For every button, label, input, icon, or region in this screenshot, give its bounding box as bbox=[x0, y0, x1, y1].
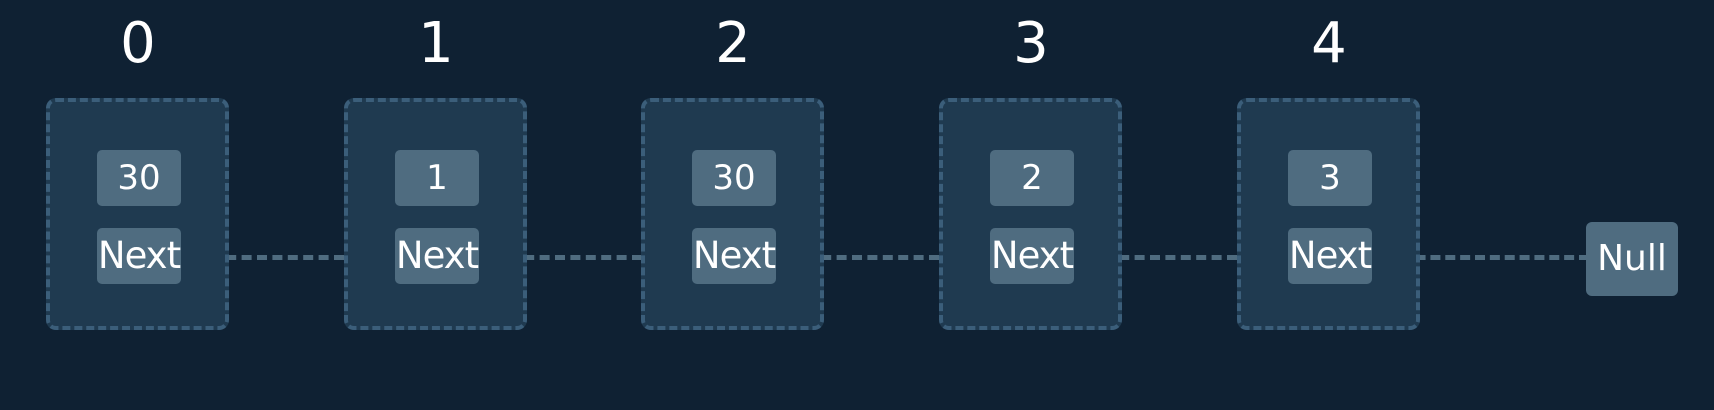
node-index-label: 4 bbox=[1311, 11, 1347, 76]
node-next-pointer: Next bbox=[97, 228, 181, 284]
node-value: 1 bbox=[395, 150, 479, 206]
node-value: 30 bbox=[97, 150, 181, 206]
pointer-link bbox=[1073, 255, 1237, 260]
node-next-pointer: Next bbox=[990, 228, 1074, 284]
list-node: 2 Next bbox=[939, 98, 1122, 330]
list-node: 30 Next bbox=[641, 98, 824, 330]
node-index-label: 2 bbox=[715, 11, 751, 76]
node-next-pointer: Next bbox=[692, 228, 776, 284]
node-index-label: 0 bbox=[120, 11, 156, 76]
list-node: 30 Next bbox=[46, 98, 229, 330]
pointer-link bbox=[775, 255, 939, 260]
node-value: 30 bbox=[692, 150, 776, 206]
pointer-link bbox=[478, 255, 642, 260]
list-node: 3 Next bbox=[1237, 98, 1420, 330]
node-next-pointer: Next bbox=[395, 228, 479, 284]
node-index-label: 3 bbox=[1013, 11, 1049, 76]
null-terminator: Null bbox=[1586, 222, 1678, 296]
pointer-link bbox=[1371, 255, 1589, 260]
list-node: 1 Next bbox=[344, 98, 527, 330]
node-value: 2 bbox=[990, 150, 1074, 206]
pointer-link bbox=[180, 255, 344, 260]
node-index-label: 1 bbox=[418, 11, 454, 76]
node-next-pointer: Next bbox=[1288, 228, 1372, 284]
node-value: 3 bbox=[1288, 150, 1372, 206]
